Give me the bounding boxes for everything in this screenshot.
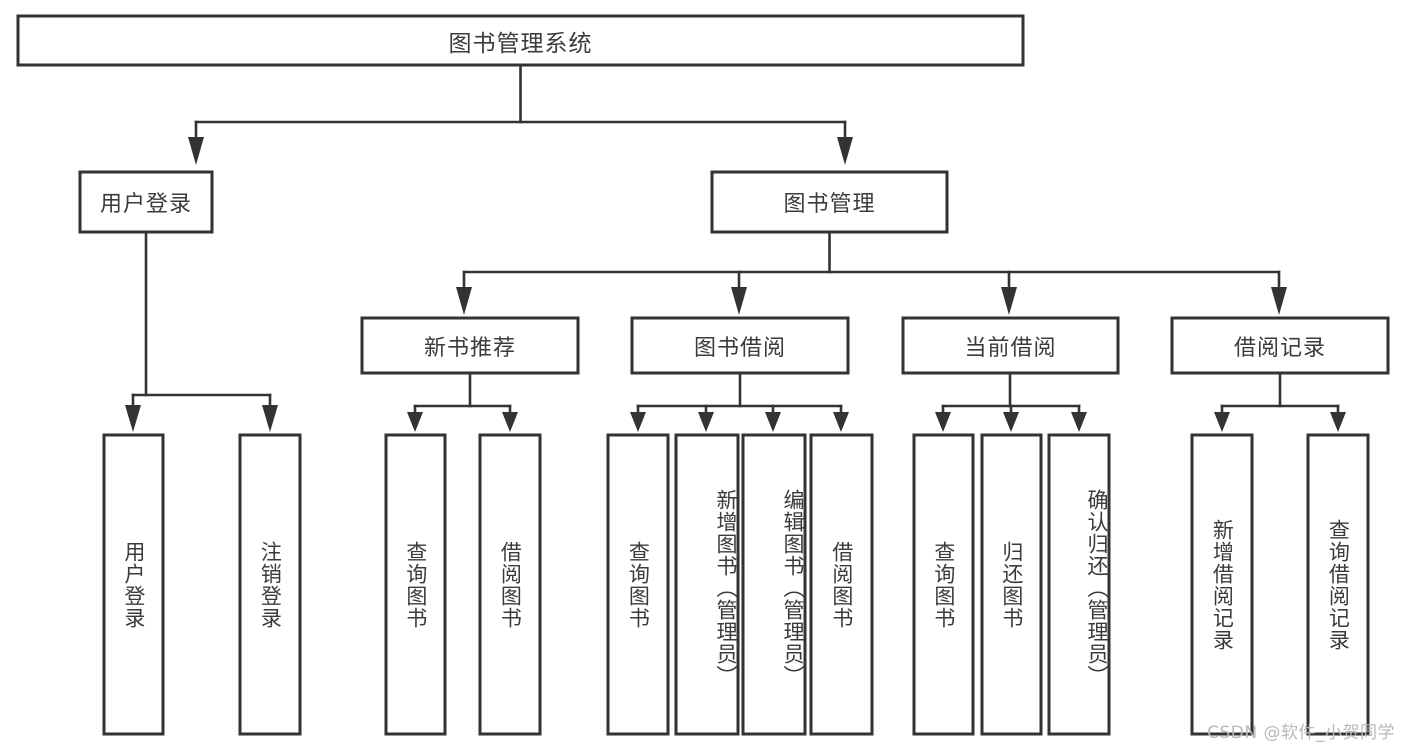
node-box-leaf-query-record[interactable] [1306, 433, 1370, 736]
node-box-user-login[interactable] [78, 170, 214, 234]
connector-bookmanage-to-level3 [456, 230, 1287, 315]
node-box-leaf-edit-book[interactable] [741, 433, 807, 736]
watermark-text: CSDN @软件_小贺同学 [1207, 723, 1395, 743]
node-box-leaf-confirm-return[interactable] [1047, 433, 1111, 736]
node-box-book-borrow[interactable] [630, 316, 850, 375]
connector-currentborrow-to-leaves [935, 371, 1087, 432]
connector-bookborrow-to-leaves [630, 371, 849, 432]
node-box-new-book-rec[interactable] [360, 316, 580, 375]
node-box-current-borrow[interactable] [901, 316, 1120, 375]
node-box-leaf-query-book-2[interactable] [606, 433, 670, 736]
connector-newbook-to-leaves [407, 371, 518, 432]
node-box-leaf-query-book-3[interactable] [912, 433, 975, 736]
node-box-leaf-add-record[interactable] [1190, 433, 1254, 736]
node-box-book-manage[interactable] [710, 170, 949, 234]
node-box-leaf-add-book[interactable] [674, 433, 740, 736]
node-box-root[interactable] [16, 14, 1025, 67]
node-box-leaf-query-book-1[interactable] [384, 433, 447, 736]
node-box-leaf-return-book[interactable] [980, 433, 1043, 736]
node-box-leaf-borrow-book-1[interactable] [478, 433, 542, 736]
node-box-borrow-record[interactable] [1170, 316, 1390, 375]
connector-userlogin-to-leaves [125, 230, 278, 432]
node-box-leaf-borrow-book-2[interactable] [809, 433, 874, 736]
node-box-leaf-user-logout[interactable] [238, 433, 302, 736]
connector-root-to-level2 [188, 63, 853, 165]
node-box-leaf-user-login[interactable] [102, 433, 165, 736]
connector-borrowrecord-to-leaves [1214, 371, 1346, 432]
